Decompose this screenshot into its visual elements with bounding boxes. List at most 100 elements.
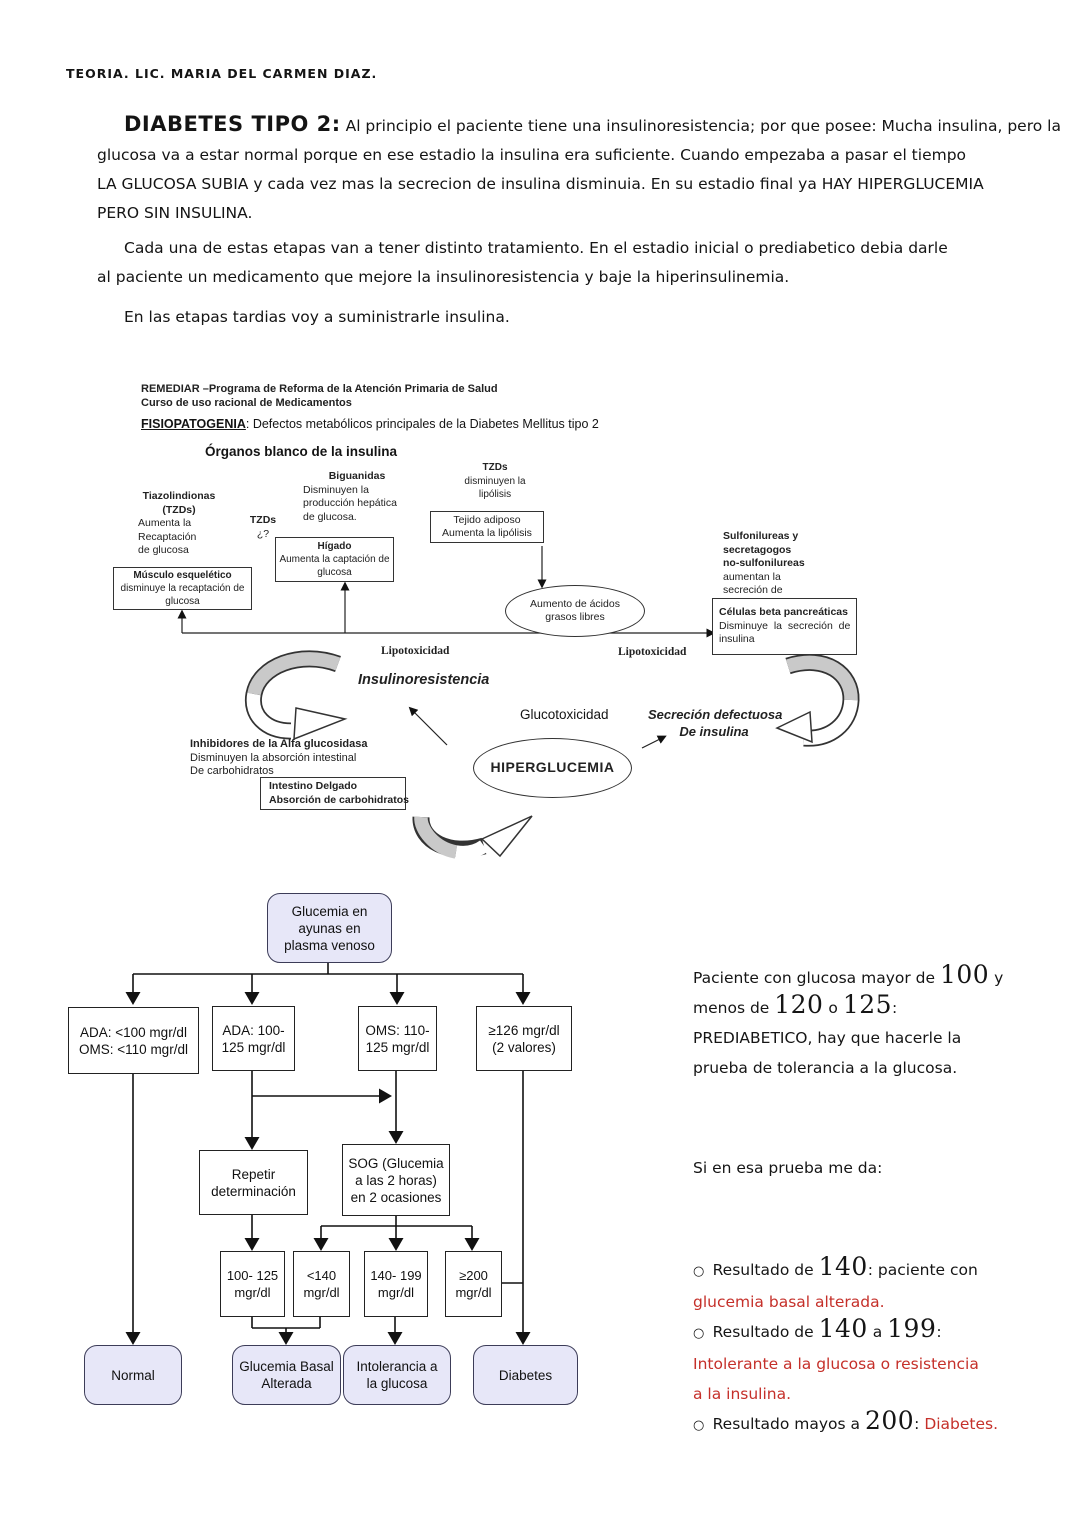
- box-title: Músculo esquelético: [133, 570, 232, 581]
- diagram-source-citation: REMEDIAR –Programa de Reforma de la Aten…: [141, 383, 498, 410]
- intro-paragraph-3: En las etapas tardias voy a suministrarl…: [124, 308, 510, 326]
- flow-box-oms-110-125: OMS: 110- 125 mgr/dl: [358, 1006, 437, 1071]
- ribbon-arrowhead: [775, 710, 813, 744]
- text-segment-bullet: ○: [693, 1264, 713, 1279]
- page-header: TEORIA. LIC. MARIA DEL CARMEN DIAZ.: [66, 66, 378, 81]
- text-segment-red: Diabetes.: [924, 1415, 999, 1433]
- intro-paragraph-1: DIABETES TIPO 2: Al principio el pacient…: [97, 110, 1061, 228]
- heading-rest: : Defectos metabólicos principales de la…: [245, 417, 599, 431]
- label-tiazolindionas: Tiazolindionas (TZDs)Aumenta la Recaptac…: [138, 490, 220, 558]
- label-title: Inhibidores de la Alfa glucosidasa: [190, 738, 368, 750]
- ribbon-band-white: [246, 692, 292, 738]
- flow-box-sog: SOG (Glucemia a las 2 horas) en 2 ocasio…: [342, 1144, 450, 1216]
- text-segment-hw: a: [867, 1323, 888, 1341]
- text-segment-hw: :: [936, 1323, 942, 1341]
- text-segment-hw: : PREDIABETICO, hay que hacerle la prueb…: [693, 999, 962, 1077]
- text-segment-num: 140: [818, 1314, 868, 1343]
- text-segment-num: 200: [864, 1406, 915, 1435]
- text-segment-hw: o: [823, 999, 843, 1017]
- flow-box-repetir-determinacion: Repetir determinación: [199, 1150, 308, 1215]
- label-lipotoxicidad-left: Lipotoxicidad: [381, 645, 450, 657]
- text-segment-hw: Resultado mayos a: [712, 1415, 865, 1433]
- ribbon-band-gray: [414, 816, 458, 859]
- intro-paragraph-2: Cada una de estas etapas van a tener dis…: [97, 239, 948, 286]
- text-segment-red: Intolerante a la glucosa o resistencia a…: [693, 1355, 979, 1403]
- flow-box-140-199: 140- 199 mgr/dl: [364, 1251, 428, 1317]
- text-segment-num: 199: [887, 1314, 937, 1343]
- label-glucotoxicidad: Glucotoxicidad: [520, 707, 609, 722]
- arrow-hyperglycemia-to-secretion: [641, 735, 667, 749]
- label-body: disminuyen la lipólisis: [464, 475, 526, 501]
- flow-result-normal: Normal: [84, 1345, 182, 1405]
- box-body: Aumenta la captación de glucosa: [279, 554, 390, 578]
- label-inhibidores-alfa-glucosidasa: Inhibidores de la Alfa glucosidasa Dismi…: [190, 738, 367, 779]
- label-tzd-lipolysis: TZDs disminuyen la lipólisis: [455, 461, 535, 502]
- box-title: Hígado: [317, 541, 352, 552]
- flow-box-ada-oms-normal: ADA: <100 mgr/dl OMS: <110 mgr/dl: [68, 1007, 199, 1074]
- heading-label: FISIOPATOGENIA: [141, 417, 246, 431]
- ribbon-band-gray: [247, 652, 341, 696]
- text-segment-num: 125: [842, 990, 893, 1019]
- ribbon-band-white: [454, 840, 488, 860]
- flow-result-intolerancia: Intolerancia a la glucosa: [343, 1345, 451, 1405]
- note-bullet-list: ○ Resultado de 140: paciente con glucemi…: [693, 1252, 1038, 1441]
- label-body: Disminuyen la absorción intestinal De ca…: [190, 751, 357, 778]
- text-segment-hw: : paciente con: [867, 1261, 978, 1279]
- label-lipotoxicidad-right: Lipotoxicidad: [618, 646, 687, 658]
- text-segment-hw: Resultado de: [712, 1261, 819, 1279]
- text-segment-bullet: ○: [693, 1326, 713, 1341]
- flow-box-ada-100-125: ADA: 100- 125 mgr/dl: [212, 1006, 295, 1071]
- text-segment-num: 100: [939, 960, 990, 989]
- ellipse-hiperglucemia: HIPERGLUCEMIA: [473, 738, 632, 798]
- intro-paragraph-1-text: Al principio el paciente tiene una insul…: [97, 117, 1061, 222]
- source-line-1: REMEDIAR –Programa de Reforma de la Aten…: [141, 383, 498, 395]
- text-segment-hw: :: [914, 1415, 925, 1433]
- box-musculo-esqueletico: Músculo esquelético disminuye la recaptac…: [113, 567, 252, 610]
- flow-result-glucemia-basal-alterada: Glucemia Basal Alterada: [232, 1345, 341, 1405]
- text-segment-hw: Resultado de: [712, 1323, 819, 1341]
- box-title: Células beta pancreáticas: [719, 606, 848, 619]
- text-segment-hw: y menos de: [693, 969, 1004, 1017]
- ribbon-arrowhead: [480, 815, 533, 858]
- box-title: Intestino Delgado: [269, 780, 358, 792]
- box-body: disminuye la recaptación de glucosa: [120, 583, 245, 607]
- intro-title: DIABETES TIPO 2:: [124, 112, 341, 136]
- ribbon-arrow-left: [244, 650, 348, 741]
- source-line-2: Curso de uso racional de Medicamentos: [141, 396, 352, 409]
- note-paragraph-prediabetico: Paciente con glucosa mayor de 100 y meno…: [693, 960, 1038, 1083]
- flow-box-126-2valores: ≥126 mgr/dl (2 valores): [476, 1006, 572, 1071]
- arrow-hyperglycemia-to-insulinresistance: [408, 706, 448, 746]
- ribbon-outline: [412, 816, 487, 858]
- flow-box-100-125: 100- 125 mgr/dl: [220, 1251, 285, 1317]
- label-tzds-question: TZDs ¿?: [245, 514, 281, 541]
- box-tejido-adiposo: Tejido adiposo Aumenta la lipólisis: [430, 511, 544, 543]
- flow-box-ge200: ≥200 mgr/dl: [445, 1251, 502, 1317]
- box-body: Absorción de carbohidratos: [269, 793, 410, 806]
- ribbon-arrow-bottom: [412, 815, 533, 860]
- text-segment-hw: Si en esa prueba me da:: [693, 1159, 883, 1177]
- ribbon-arrowhead: [293, 707, 348, 741]
- ribbon-band-white: [803, 699, 858, 745]
- text-segment-num: 120: [774, 990, 824, 1019]
- flow-box-glucemia-ayunas: Glucemia en ayunas en plasma venoso: [267, 893, 392, 963]
- label-insulinoresistencia: Insulinoresistencia: [358, 672, 490, 688]
- ribbon-band-gray: [785, 655, 858, 701]
- text-segment-bullet: ○: [693, 1418, 713, 1433]
- text-segment-num: 140: [818, 1252, 868, 1281]
- label-secrecion-defectuosa: Secreción defectuosa De insulina: [648, 707, 783, 739]
- box-body: Disminuye la secreción de insulina: [719, 619, 851, 646]
- label-sulfonilureas: Sulfonilureas y secretagogos no-sulfonil…: [723, 530, 833, 611]
- ribbon-outline: [785, 653, 860, 747]
- flow-result-diabetes: Diabetes: [473, 1345, 578, 1405]
- label-title: Biguanidas: [328, 470, 386, 482]
- label-title: Tiazolindionas (TZDs): [142, 490, 216, 516]
- label-body: Disminuyen la producción hepática de glu…: [303, 483, 397, 523]
- ellipse-acidos-grasos: Aumento de ácidos grasos libres: [505, 585, 645, 637]
- ribbon-outline: [244, 650, 341, 740]
- diagram-title: Órganos blanco de la insulina: [205, 444, 398, 459]
- flow-box-lt140: <140 mgr/dl: [293, 1251, 350, 1317]
